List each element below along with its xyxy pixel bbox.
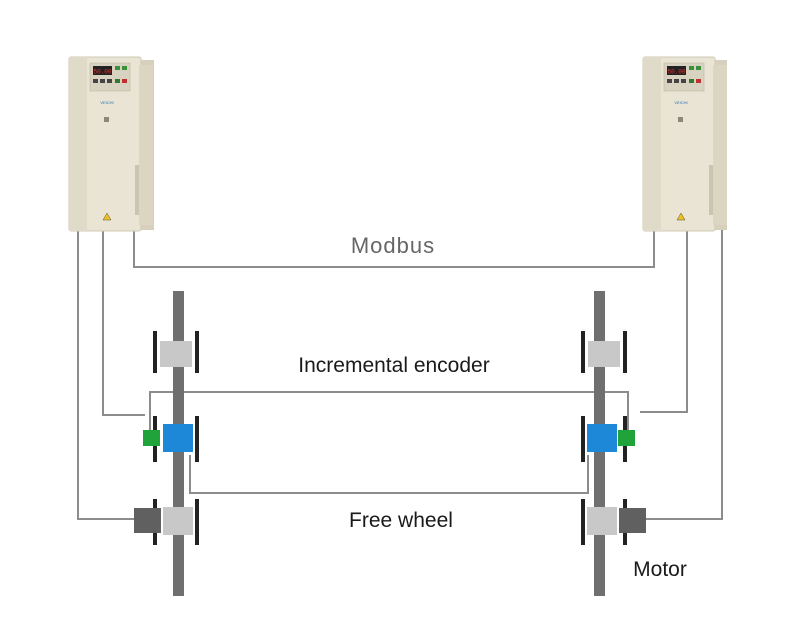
right-motor-body bbox=[619, 508, 646, 533]
right-encoder-body bbox=[587, 424, 617, 452]
right-upper-bearing bbox=[581, 331, 627, 373]
right-encoder-connector bbox=[618, 430, 635, 446]
modbus-cable bbox=[133, 228, 655, 268]
free-wheel-label: Free wheel bbox=[349, 509, 453, 532]
right-encoder bbox=[581, 416, 635, 462]
left-drive-brand: VEICHI bbox=[100, 100, 113, 105]
svg-text:50.00: 50.00 bbox=[667, 69, 685, 76]
left-motor-cable bbox=[77, 228, 134, 520]
right-drive-warning-icon bbox=[676, 212, 686, 221]
left-drive-warning-icon bbox=[102, 212, 112, 221]
left-upper-bearing bbox=[153, 331, 199, 373]
left-motor bbox=[134, 499, 199, 545]
encoder-link-top bbox=[149, 391, 629, 432]
right-encoder-cable bbox=[640, 228, 688, 413]
right-inverter-drive: 50.00 VEICHI bbox=[642, 56, 727, 232]
right-drive-display bbox=[667, 66, 686, 75]
left-drive-display bbox=[93, 66, 112, 75]
modbus-label: Modbus bbox=[351, 233, 435, 258]
left-motor-body bbox=[134, 508, 161, 533]
incremental-encoder-label: Incremental encoder bbox=[298, 354, 489, 377]
wiring bbox=[77, 228, 723, 520]
left-inverter-drive: 50.00 VEICHI bbox=[68, 56, 154, 232]
left-encoder-body bbox=[163, 424, 193, 452]
right-shaft-assembly bbox=[581, 291, 646, 596]
left-encoder-connector bbox=[143, 430, 160, 446]
left-encoder bbox=[143, 416, 199, 462]
right-motor bbox=[581, 499, 646, 545]
right-drive-brand: VEICHI bbox=[674, 100, 687, 105]
svg-text:50.00: 50.00 bbox=[93, 69, 111, 76]
left-shaft-assembly bbox=[134, 291, 199, 596]
encoder-link-bottom bbox=[189, 455, 589, 494]
right-motor-cable bbox=[645, 228, 723, 520]
left-encoder-cable bbox=[102, 228, 145, 416]
motor-label: Motor bbox=[633, 558, 687, 581]
